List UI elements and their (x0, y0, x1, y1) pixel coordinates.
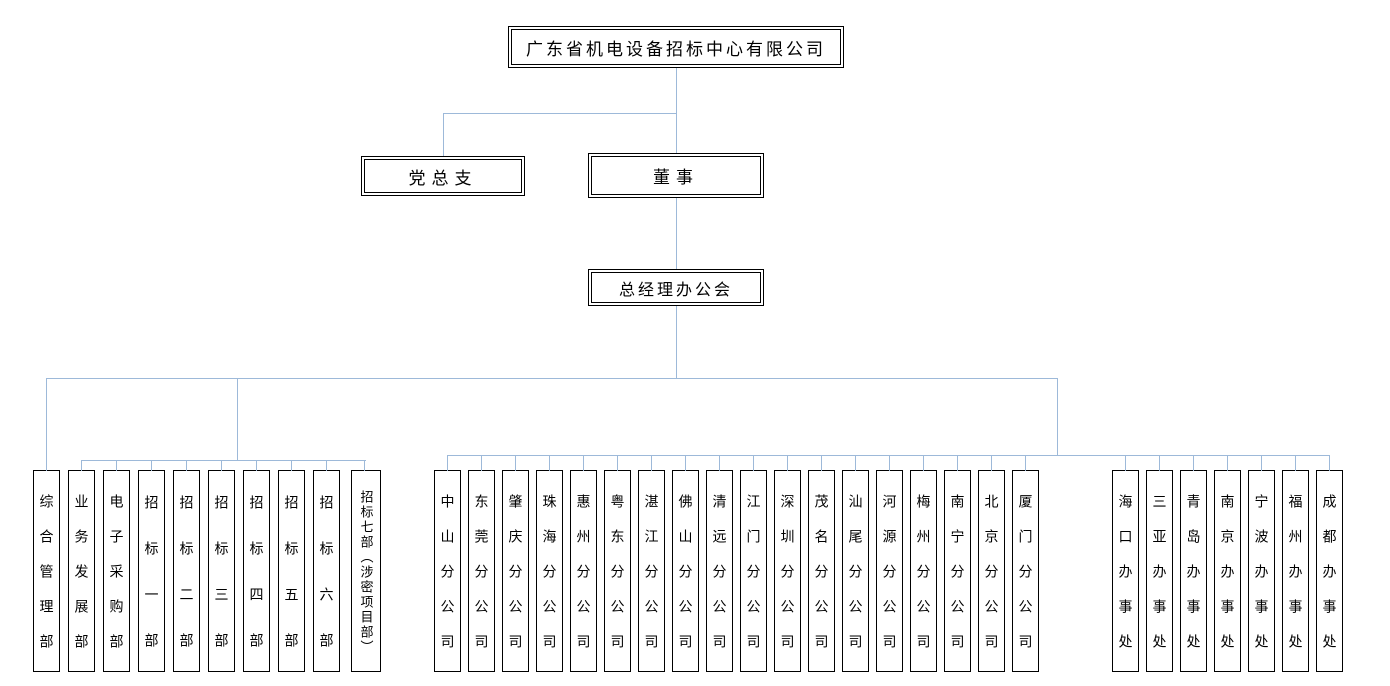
org-node-label: 梅州分公司 (915, 494, 932, 669)
org-node-branch: 佛山分公司 (672, 455, 699, 672)
org-node-board: 董事 (588, 153, 764, 198)
org-node-label: 湛江分公司 (643, 494, 660, 669)
org-node-branch: 惠州分公司 (570, 455, 597, 672)
org-node-department: 招标六部 (313, 460, 340, 679)
org-node-label: 招标二部 (178, 495, 195, 679)
org-node-office: 福州办事处 (1282, 455, 1309, 672)
connector-line (676, 68, 677, 113)
org-node-label: 招标五部 (283, 495, 300, 679)
org-node-department: 招标一部 (138, 460, 165, 679)
org-node-branch: 梅州分公司 (910, 455, 937, 672)
org-node-label: 青岛办事处 (1185, 494, 1202, 669)
org-node-branch: 中山分公司 (434, 455, 461, 672)
org-node-label: 南京办事处 (1219, 494, 1236, 669)
org-node-branch: 河源分公司 (876, 455, 903, 672)
connector-line (447, 455, 1330, 456)
org-node-label: 北京分公司 (983, 494, 1000, 669)
org-node-department: 电子采购部 (103, 460, 130, 672)
org-node-label: 东莞分公司 (473, 494, 490, 669)
org-node-office: 宁波办事处 (1248, 455, 1275, 672)
org-node-department: 招标五部 (278, 460, 305, 679)
org-node-label: 江门分公司 (745, 494, 762, 669)
connector-line (47, 378, 1057, 379)
org-node-root: 广东省机电设备招标中心有限公司 (508, 26, 844, 68)
org-node-label: 厦门分公司 (1017, 494, 1034, 669)
org-node-branch: 北京分公司 (978, 455, 1005, 672)
org-node-label: 招标一部 (143, 495, 160, 679)
org-node-office: 青岛办事处 (1180, 455, 1207, 672)
org-node-branch: 粤东分公司 (604, 455, 631, 672)
org-node-label: 佛山分公司 (677, 494, 694, 669)
org-node-label: 深圳分公司 (779, 494, 796, 669)
org-node-branch: 肇庆分公司 (502, 455, 529, 672)
org-node-branch: 湛江分公司 (638, 455, 665, 672)
org-node-branch: 南宁分公司 (944, 455, 971, 672)
org-node-label: 业务发展部 (73, 494, 90, 669)
org-node-label: 海口办事处 (1117, 494, 1134, 669)
org-node-department: 业务发展部 (68, 460, 95, 672)
connector-line (676, 306, 677, 378)
org-node-label: 党总支 (408, 168, 478, 188)
org-node-label: 福州办事处 (1287, 494, 1304, 669)
org-node-label: 综合管理部 (38, 494, 55, 669)
connector-line (237, 378, 238, 460)
org-node-label: 成都办事处 (1321, 494, 1338, 669)
org-node-gm-office: 总经理办公会 (588, 269, 764, 306)
org-node-label: 招标三部 (213, 495, 230, 679)
org-node-label: 总经理办公会 (618, 281, 733, 299)
org-node-label: 电子采购部 (108, 494, 125, 669)
org-node-office: 三亚办事处 (1146, 455, 1173, 672)
org-node-branch: 深圳分公司 (774, 455, 801, 672)
org-node-label: 招标四部 (248, 495, 265, 679)
org-node-label: 南宁分公司 (949, 494, 966, 669)
org-node-label: 汕尾分公司 (847, 494, 864, 669)
org-node-party-branch: 党总支 (361, 156, 525, 196)
connector-line (676, 198, 677, 269)
connector-line (443, 113, 444, 156)
org-node-label: 清远分公司 (711, 494, 728, 669)
org-node-label: 肇庆分公司 (507, 494, 524, 669)
org-node-branch: 清远分公司 (706, 455, 733, 672)
org-node-label: 招标七部（涉密项目部） (358, 489, 374, 655)
org-node-department: 招标二部 (173, 460, 200, 679)
org-node-office: 海口办事处 (1112, 455, 1139, 672)
org-node-label: 河源分公司 (881, 494, 898, 669)
connector-line (1057, 378, 1058, 455)
org-node-label: 惠州分公司 (575, 494, 592, 669)
org-node-branch: 汕尾分公司 (842, 455, 869, 672)
connector-line (676, 113, 677, 153)
org-node-label: 宁波办事处 (1253, 494, 1270, 669)
org-node-label: 三亚办事处 (1151, 494, 1168, 669)
org-node-label: 茂名分公司 (813, 494, 830, 669)
connector-line (81, 460, 366, 461)
org-node-label: 招标六部 (318, 495, 335, 679)
org-node-department: 综合管理部 (33, 378, 60, 672)
org-node-department: 招标四部 (243, 460, 270, 679)
connector-line (443, 113, 676, 114)
org-node-branch: 江门分公司 (740, 455, 767, 672)
org-node-label: 中山分公司 (439, 494, 456, 669)
org-node-department: 招标七部（涉密项目部） (351, 460, 381, 672)
org-node-label: 董事 (653, 168, 699, 187)
org-node-branch: 厦门分公司 (1012, 455, 1039, 672)
org-node-label: 粤东分公司 (609, 494, 626, 669)
org-node-department: 招标三部 (208, 460, 235, 679)
org-node-office: 成都办事处 (1316, 455, 1343, 672)
org-node-branch: 东莞分公司 (468, 455, 495, 672)
org-node-label: 珠海分公司 (541, 494, 558, 669)
org-node-office: 南京办事处 (1214, 455, 1241, 672)
org-node-branch: 珠海分公司 (536, 455, 563, 672)
org-node-label: 广东省机电设备招标中心有限公司 (526, 39, 826, 59)
org-node-branch: 茂名分公司 (808, 455, 835, 672)
